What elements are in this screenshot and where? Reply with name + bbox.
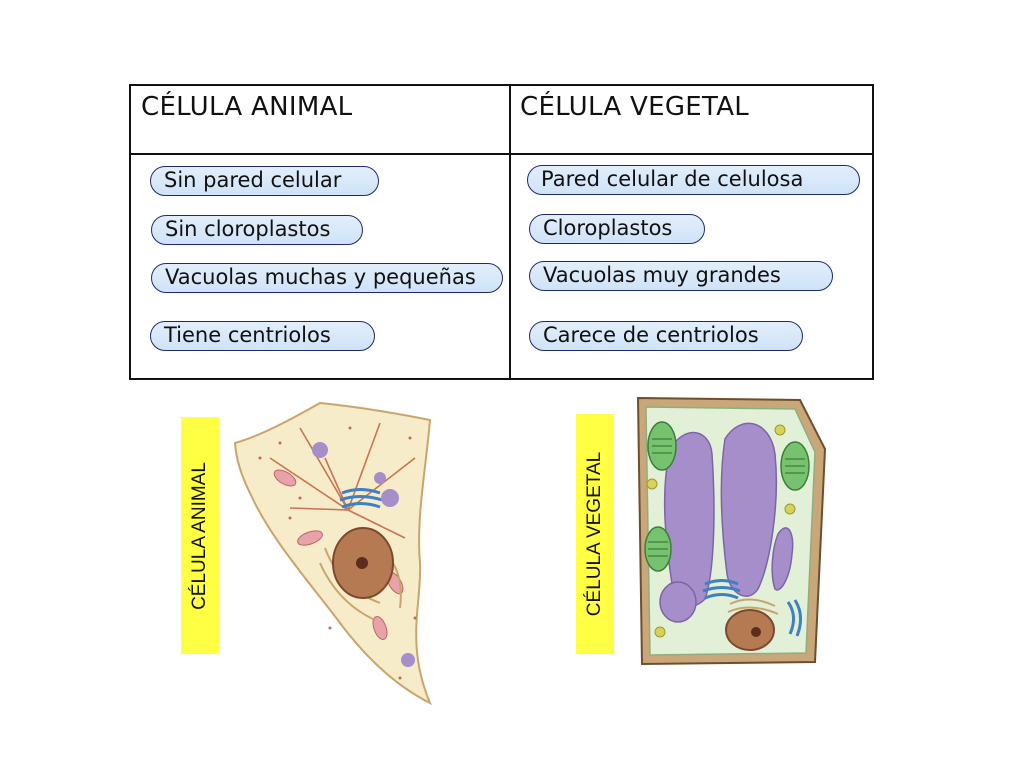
animal-cell-illustration-icon	[233, 401, 432, 706]
column-divider	[509, 86, 511, 378]
animal-cell-label: CÉLULA ANIMAL	[181, 417, 219, 654]
header-divider	[131, 153, 872, 155]
comparison-table: CÉLULA ANIMAL CÉLULA VEGETAL Sin pared c…	[129, 84, 874, 380]
header-plant-cell: CÉLULA VEGETAL	[520, 92, 750, 122]
plant-feature-cell-wall: Pared celular de celulosa	[527, 165, 860, 195]
animal-feature-vacuoles: Vacuolas muchas y pequeñas	[151, 263, 503, 293]
plant-feature-centrioles: Carece de centriolos	[529, 321, 803, 351]
animal-feature-cell-wall: Sin pared celular	[150, 166, 379, 196]
plant-cell-illustration-icon	[636, 396, 827, 666]
header-animal-cell: CÉLULA ANIMAL	[141, 92, 353, 122]
plant-feature-chloroplasts: Cloroplastos	[529, 214, 705, 244]
animal-feature-chloroplasts: Sin cloroplastos	[151, 215, 363, 245]
plant-cell-label: CÉLULA VEGETAL	[576, 414, 614, 654]
animal-feature-centrioles: Tiene centriolos	[150, 321, 375, 351]
plant-feature-vacuoles: Vacuolas muy grandes	[529, 261, 833, 291]
